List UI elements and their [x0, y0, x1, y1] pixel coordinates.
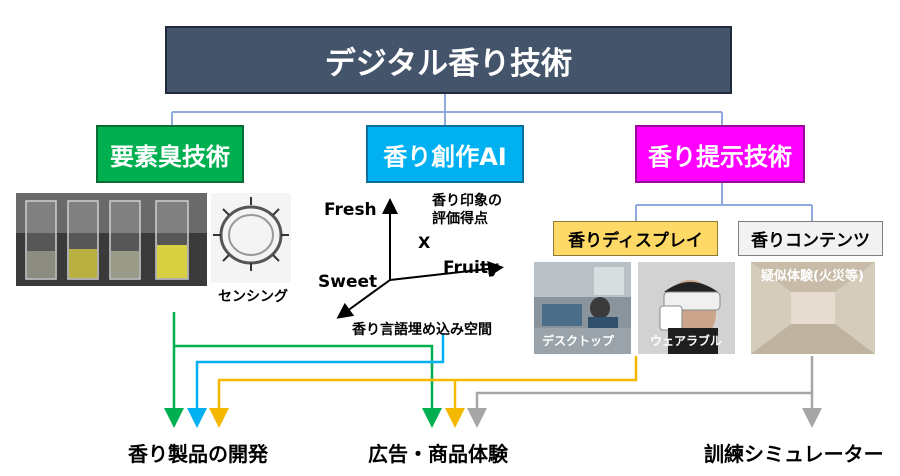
branch-fragrance-ai-label: 香り創作AI	[383, 142, 507, 171]
gold-route	[209, 356, 638, 428]
evaluation-line2: 評価得点	[432, 211, 488, 227]
wearable-photo: ウェアラブル	[638, 262, 735, 354]
embedding-axes	[336, 198, 504, 319]
branch-smell-elements-label: 要素臭技術	[110, 142, 230, 171]
output-advertising: 広告・商品体験	[368, 442, 508, 466]
sensing-photo	[211, 193, 291, 283]
branch-presentation: 香り提示技術	[635, 125, 805, 183]
desktop-photo: デスクトップ	[534, 262, 631, 354]
branch-smell-elements: 要素臭技術	[96, 125, 244, 183]
gray-route	[467, 356, 822, 428]
axis-fresh-label: Fresh	[324, 200, 377, 220]
simulated-label: 疑似体験(火災等)	[761, 269, 864, 284]
simulated-photo: 疑似体験(火災等)	[751, 262, 875, 354]
blue-route	[187, 334, 445, 428]
evaluation-line1: 香り印象の	[432, 193, 502, 209]
sensing-label: センシング	[218, 289, 288, 305]
title-box: デジタル香り技術	[165, 26, 732, 94]
axis-sweet-label: Sweet	[318, 272, 378, 292]
axis-fruity-label: Fruity	[443, 258, 500, 278]
green-routes	[164, 312, 442, 428]
page-title: デジタル香り技術	[324, 45, 573, 82]
tree-lines	[171, 94, 813, 221]
output-products: 香り製品の開発	[128, 442, 268, 466]
contents-box: 香りコンテンツ	[738, 221, 883, 256]
wearable-label: ウェアラブル	[650, 334, 723, 348]
branch-presentation-label: 香り提示技術	[648, 142, 792, 171]
contents-box-label: 香りコンテンツ	[751, 231, 870, 251]
vials-photo	[16, 193, 207, 286]
branch-fragrance-ai: 香り創作AI	[366, 125, 524, 183]
output-training: 訓練シミュレーター	[704, 442, 884, 466]
embedding-space-label: 香り言語埋め込み空間	[352, 322, 492, 338]
display-box: 香りディスプレイ	[553, 221, 718, 256]
point-marker: X	[418, 233, 431, 252]
display-box-label: 香りディスプレイ	[568, 231, 703, 251]
desktop-label: デスクトップ	[542, 334, 615, 348]
